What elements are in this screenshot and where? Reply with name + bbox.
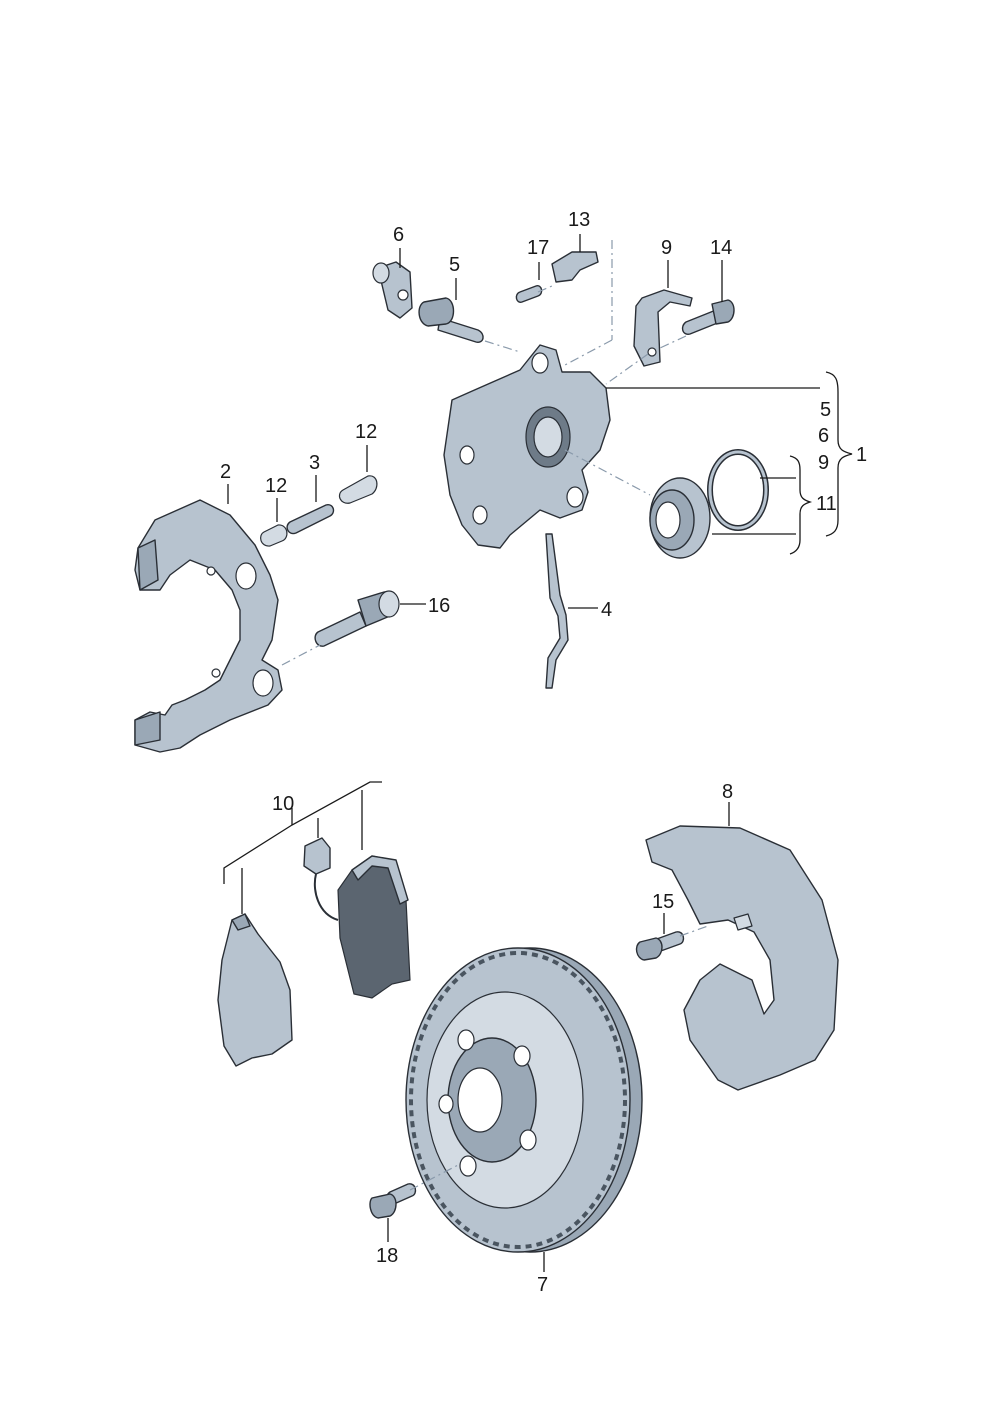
- callout-6: 6: [393, 224, 404, 246]
- brake-pad-outer: [217, 913, 293, 1067]
- callout-8: 8: [722, 781, 733, 803]
- retaining-spring: [545, 533, 569, 689]
- cable-bracket: [551, 251, 599, 283]
- callout-4: 4: [601, 599, 612, 621]
- guide-pin-cap-upper: [338, 475, 378, 504]
- callout-12-lower: 12: [265, 475, 287, 497]
- guide-pin: [286, 504, 335, 535]
- wheel-bearing: [649, 477, 711, 559]
- callout-14: 14: [710, 237, 732, 259]
- group-1-item-5: 5: [820, 399, 831, 421]
- callout-10: 10: [272, 793, 294, 815]
- assembly-lines: [281, 240, 709, 1191]
- callout-16: 16: [428, 595, 450, 617]
- callout-18: 18: [376, 1245, 398, 1267]
- sensor-bolt: [418, 297, 484, 343]
- disc-screw: [369, 1183, 417, 1219]
- callout-17: 17: [527, 237, 549, 259]
- callout-15: 15: [652, 891, 674, 913]
- brake-pad-inner: [337, 855, 411, 999]
- bearing-seal-ring: [707, 449, 769, 531]
- splash-shield: [645, 825, 839, 1091]
- callout-13: 13: [568, 209, 590, 231]
- sensor-bracket: [633, 289, 693, 367]
- group-brace-1: [789, 371, 853, 555]
- callout-5: 5: [449, 254, 460, 276]
- callout-3: 3: [309, 452, 320, 474]
- leader-lines: [223, 234, 820, 1272]
- shield-bolt: [635, 931, 685, 961]
- group-1-item-6: 6: [818, 425, 829, 447]
- guide-pin-cap-lower: [260, 524, 288, 547]
- callout-1: 1: [856, 444, 867, 466]
- callout-7: 7: [537, 1274, 548, 1296]
- callout-2: 2: [220, 461, 231, 483]
- callout-12-upper: 12: [355, 421, 377, 443]
- callout-labels: 6 5 17 13 9 14 12 3 2 12 16 4 1 5 6 9 11…: [220, 209, 867, 1296]
- group-1-item-11: 11: [816, 493, 837, 515]
- wheel-hub-housing: [443, 344, 611, 549]
- speed-sensor: [372, 261, 413, 319]
- brake-disc: [405, 947, 643, 1253]
- wear-indicator-sensor: [303, 837, 339, 921]
- callout-9: 9: [661, 237, 672, 259]
- brake-carrier: [134, 499, 283, 753]
- carrier-bolt: [314, 590, 400, 647]
- bracket-screw: [515, 285, 543, 303]
- bracket-bolt: [681, 299, 735, 335]
- group-1-item-9: 9: [818, 452, 829, 474]
